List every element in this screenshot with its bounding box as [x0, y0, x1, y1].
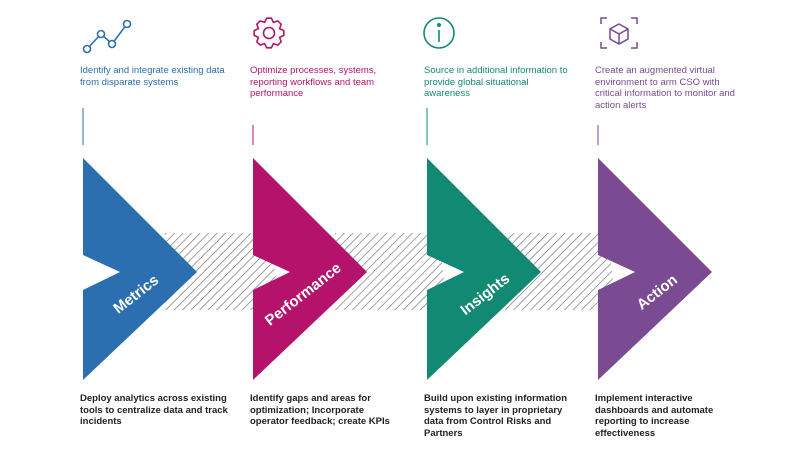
cube-target-icon: [600, 17, 638, 49]
bottom-text-performance: Identify gaps and areas for optimization…: [250, 393, 390, 427]
hatch-band-3: [505, 233, 617, 310]
line-graph-icon: [82, 19, 132, 54]
hatch-band-1: [165, 233, 280, 310]
chevron-action: [598, 158, 712, 380]
chevron-insights: [427, 158, 541, 380]
bottom-text-metrics: Deploy analytics across existing tools t…: [80, 393, 228, 427]
info-icon: [423, 17, 455, 49]
top-text-performance: Optimize processes, systems, reporting w…: [250, 65, 377, 99]
bottom-text-insights: Build upon existing information systems …: [424, 393, 568, 439]
top-text-insights: Source in additional information to prov…: [424, 65, 568, 99]
hatch-band-2: [335, 233, 448, 310]
chevron-performance: [253, 158, 367, 380]
top-text-metrics: Identify and integrate existing data fro…: [80, 65, 225, 88]
gear-icon: [253, 17, 285, 49]
bottom-text-action: Implement interactive dashboards and aut…: [595, 393, 714, 439]
chevron-metrics: [83, 158, 197, 380]
top-text-action: Create an augmented virtual environment …: [595, 65, 735, 111]
